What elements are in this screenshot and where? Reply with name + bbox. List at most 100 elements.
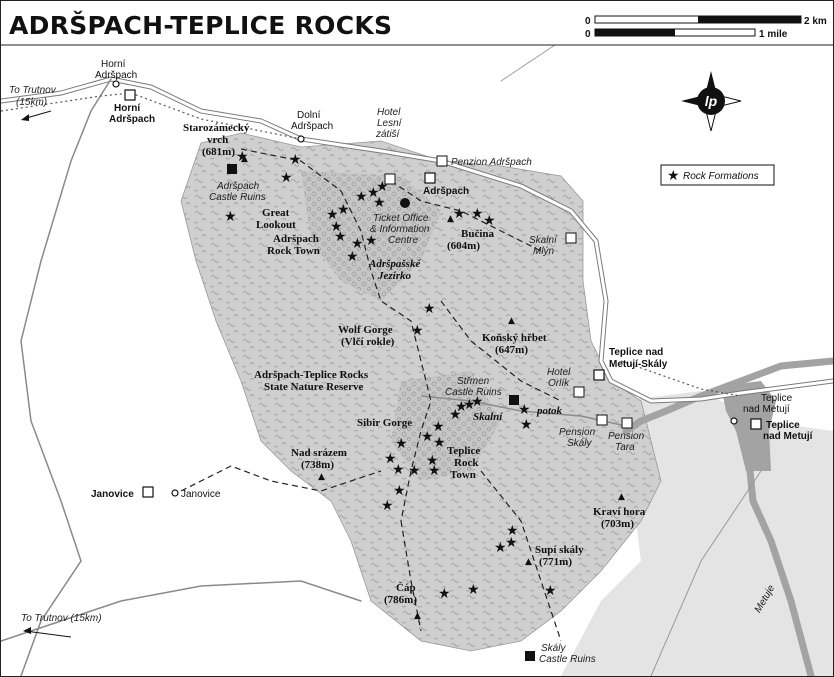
star-icon: ★ bbox=[421, 429, 434, 445]
adrspasske-jezirko: Adršpašské Jezírko bbox=[368, 258, 421, 282]
star-icon: ★ bbox=[334, 229, 347, 245]
dir-trutnov-bottom: To Trutnov (15km) bbox=[21, 613, 102, 624]
house-icon bbox=[596, 414, 608, 426]
triangle-icon: ▲ bbox=[414, 611, 421, 621]
svg-text:Adršpach: Adršpach bbox=[109, 114, 155, 125]
svg-text:Rock: Rock bbox=[454, 457, 479, 469]
svg-text:Pension: Pension bbox=[559, 427, 596, 438]
star-icon: ★ bbox=[455, 399, 468, 415]
railway bbox=[1, 92, 742, 397]
wolf-gorge: Wolf Gorge (Vlčí rokle) bbox=[338, 324, 395, 348]
svg-text:Mlýn: Mlýn bbox=[533, 246, 555, 257]
great-lookout: Great Lookout bbox=[256, 207, 296, 231]
svg-text:Penzion Adršpach: Penzion Adršpach bbox=[451, 157, 532, 168]
svg-text:Lookout: Lookout bbox=[256, 219, 296, 231]
legend-rock-formations: Rock Formations bbox=[683, 171, 759, 182]
svg-text:(681m): (681m) bbox=[202, 146, 235, 158]
star-icon: ★ bbox=[376, 179, 389, 195]
svg-text:Supí skály: Supí skály bbox=[535, 544, 584, 556]
star-icon: ★ bbox=[346, 249, 359, 265]
castle-ruins-icon bbox=[525, 651, 535, 661]
svg-text:Dolní: Dolní bbox=[297, 110, 321, 121]
svg-text:Skály: Skály bbox=[541, 643, 566, 654]
svg-text:Pension: Pension bbox=[608, 431, 645, 442]
arrow-icon-trutnov-bottom bbox=[24, 630, 72, 638]
peak-starozamecky: Starozámecký vrch (681m) ▲ bbox=[183, 122, 250, 164]
svg-text:(604m): (604m) bbox=[447, 240, 480, 252]
castle-ruins-icon bbox=[509, 395, 519, 405]
star-icon: ★ bbox=[224, 209, 237, 225]
svg-text:Wolf Gorge: Wolf Gorge bbox=[338, 324, 393, 336]
teplice-rock-town: Teplice Rock Town bbox=[447, 445, 480, 481]
svg-text:Adršpašské: Adršpašské bbox=[368, 258, 421, 270]
peak-kravi-hora: ▲ Kraví hora (703m) bbox=[593, 492, 646, 530]
reservoir bbox=[721, 381, 776, 471]
ticket-office: Ticket Office & Information Centre bbox=[370, 198, 430, 246]
adrspach-castle-ruins: Adršpach Castle Ruins bbox=[209, 164, 266, 203]
star-icon: ★ bbox=[423, 301, 436, 317]
peak-nad-srazem: Nad srázem (738m) ▲ bbox=[291, 447, 347, 482]
sibir-gorge: Sibir Gorge bbox=[357, 417, 412, 429]
svg-text:Adršpach: Adršpach bbox=[291, 121, 333, 132]
svg-text:vrch: vrch bbox=[207, 134, 228, 146]
peak-cap: Čáp (786m) ▲ bbox=[384, 581, 421, 621]
svg-text:Skalní: Skalní bbox=[473, 411, 503, 423]
svg-text:Metují-Skály: Metují-Skály bbox=[609, 359, 668, 370]
svg-text:Skály: Skály bbox=[567, 438, 592, 449]
svg-text:Ticket Office: Ticket Office bbox=[373, 213, 429, 224]
svg-text:Great: Great bbox=[262, 207, 290, 219]
star-icon: ★ bbox=[236, 149, 249, 165]
hotel-orlik: Hotel Orlík bbox=[547, 367, 585, 398]
star-icon: ★ bbox=[367, 185, 380, 201]
svg-text:Teplice: Teplice bbox=[447, 445, 480, 457]
svg-text:(703m): (703m) bbox=[601, 518, 634, 530]
svg-text:Janovice: Janovice bbox=[181, 489, 221, 500]
peak-bucina: ▲ Bučina (604m) bbox=[447, 214, 495, 252]
pension-tara: Pension Tara bbox=[608, 417, 645, 453]
peak-konsky-hrbet: ▲ Koňský hřbet (647m) bbox=[482, 316, 547, 356]
star-icon: ★ bbox=[449, 407, 462, 423]
star-icon: ★ bbox=[392, 462, 405, 478]
pension-skaly: Pension Skály bbox=[559, 414, 608, 449]
svg-text:(647m): (647m) bbox=[495, 344, 528, 356]
legend: ★ Rock Formations bbox=[660, 164, 775, 186]
dir-trutnov-top-1: To Trutnov bbox=[9, 85, 57, 96]
star-icon: ★ bbox=[326, 207, 339, 223]
star-icon: ★ bbox=[355, 189, 368, 205]
star-icon: ★ bbox=[520, 417, 533, 433]
svg-text:State Nature Reserve: State Nature Reserve bbox=[264, 381, 363, 393]
svg-text:(738m): (738m) bbox=[301, 459, 334, 471]
triangle-icon: ▲ bbox=[447, 214, 454, 224]
svg-text:Rock Town: Rock Town bbox=[267, 245, 320, 257]
hotel-lesni-zatisi: Hotel Lesní zátiší bbox=[375, 107, 403, 185]
star-icon: ★ bbox=[467, 582, 480, 598]
svg-text:nad Metují: nad Metují bbox=[763, 431, 814, 442]
star-icon: ★ bbox=[428, 463, 441, 479]
svg-text:Hotel: Hotel bbox=[377, 107, 401, 118]
svg-text:Orlík: Orlík bbox=[548, 378, 570, 389]
svg-text:Střmen: Střmen bbox=[457, 376, 490, 387]
teplice-town: Teplice nad Metují Teplice nad Metují bbox=[730, 393, 814, 442]
star-icon: ★ bbox=[289, 152, 302, 168]
state-nature-reserve: Adršpach-Teplice Rocks State Nature Rese… bbox=[254, 369, 369, 393]
castle-ruins-icon bbox=[227, 164, 237, 174]
svg-text:(786m): (786m) bbox=[384, 594, 417, 606]
svg-text:Koňský hřbet: Koňský hřbet bbox=[482, 332, 547, 344]
svg-text:Skalní: Skalní bbox=[529, 235, 558, 246]
teplice-skaly-station: Teplice nad Metují-Skály bbox=[593, 347, 668, 381]
star-icon: ★ bbox=[393, 483, 406, 499]
star-icon: ★ bbox=[494, 540, 507, 556]
train-station-icon bbox=[424, 172, 436, 184]
star-icon: ★ bbox=[505, 535, 518, 551]
stream-skalni-potok bbox=[420, 395, 627, 427]
star-icon: ★ bbox=[351, 236, 364, 252]
skalni-mlyn: Skalní Mlýn bbox=[529, 232, 577, 257]
svg-text:(Vlčí rokle): (Vlčí rokle) bbox=[341, 336, 395, 348]
triangle-icon: ▲ bbox=[525, 557, 532, 567]
svg-text:Nad srázem: Nad srázem bbox=[291, 447, 347, 459]
svg-text:potok: potok bbox=[536, 405, 563, 417]
house-icon bbox=[436, 155, 448, 167]
svg-text:Teplice: Teplice bbox=[766, 420, 800, 431]
